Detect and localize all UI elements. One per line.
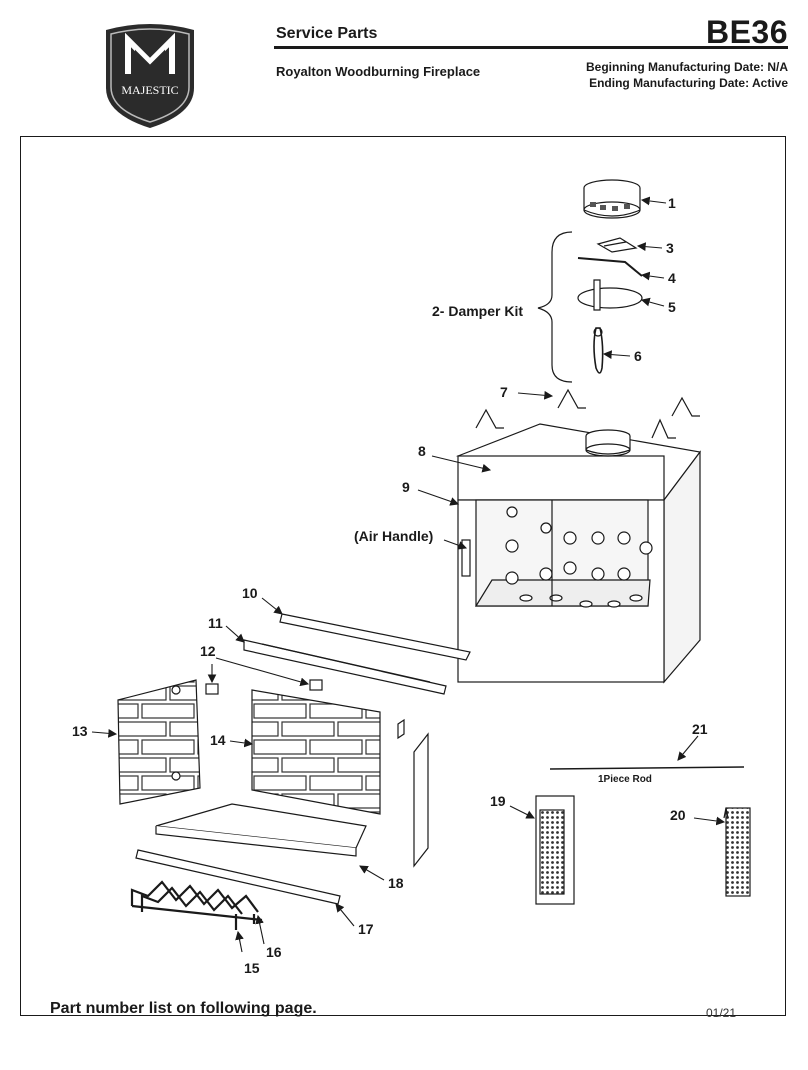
- label-part-10: 10: [242, 585, 258, 601]
- part-8-firebox: [455, 423, 702, 684]
- part-12-clip-left: [205, 683, 219, 695]
- label-air-handle: (Air Handle): [354, 528, 433, 544]
- label-part-17: 17: [358, 921, 374, 937]
- part-1-flue-collar: [583, 179, 641, 219]
- brand-text: MAJESTIC: [121, 83, 178, 97]
- part-3-bracket: [596, 237, 638, 253]
- footer-note: Part number list on following page.: [50, 1000, 317, 1017]
- right-side-panel: [413, 732, 429, 868]
- label-part-21: 21: [692, 721, 708, 737]
- majestic-logo: MAJESTIC: [106, 24, 194, 128]
- part-15-grate: [130, 880, 263, 930]
- part-20-mesh-screen: [725, 807, 751, 897]
- part-21-rod: [549, 766, 745, 770]
- label-part-15: 15: [244, 960, 260, 976]
- label-part-20: 20: [670, 807, 686, 823]
- part-7-standoffs: [475, 388, 700, 439]
- header-rule: [274, 46, 788, 49]
- label-part-5: 5: [668, 299, 676, 315]
- diagram-frame: [20, 136, 786, 1016]
- part-12-clip-right: [309, 679, 323, 691]
- label-part-6: 6: [634, 348, 642, 364]
- part-19-box: [535, 795, 575, 905]
- manufacturing-dates: Beginning Manufacturing Date: N/A Ending…: [586, 59, 788, 91]
- part-19-mesh-screen: [539, 809, 565, 895]
- air-handle: [461, 539, 471, 577]
- begin-date: Beginning Manufacturing Date: N/A: [586, 60, 788, 74]
- part-5-damper-disc: [577, 279, 643, 311]
- label-part-7: 7: [500, 384, 508, 400]
- label-part-4: 4: [668, 270, 676, 286]
- model-number: BE36: [705, 14, 788, 50]
- part-13-side-brick-panel: [117, 679, 201, 805]
- part-6-handle: [593, 327, 604, 374]
- label-part-11: 11: [208, 615, 223, 631]
- label-damper-kit: 2- Damper Kit: [432, 303, 523, 319]
- label-part-9: 9: [402, 479, 410, 495]
- part-4-damper-rod: [577, 257, 643, 277]
- label-rod: 1Piece Rod: [598, 774, 652, 785]
- end-date: Ending Manufacturing Date: Active: [589, 76, 788, 90]
- product-subtitle: Royalton Woodburning Fireplace: [276, 64, 481, 79]
- date-code: 01/21: [706, 1006, 737, 1020]
- part-14-rear-brick-panel: [251, 689, 381, 815]
- label-part-14: 14: [210, 732, 226, 748]
- label-part-19: 19: [490, 793, 506, 809]
- label-part-16: 16: [266, 944, 282, 960]
- page-title: Service Parts: [276, 25, 378, 42]
- label-part-1: 1: [668, 195, 676, 211]
- part-17-front-trim: [135, 849, 341, 905]
- label-part-18: 18: [388, 875, 404, 891]
- part-10-rail: [279, 613, 471, 661]
- label-part-13: 13: [72, 723, 88, 739]
- label-part-3: 3: [666, 240, 674, 256]
- label-part-12: 12: [200, 643, 216, 659]
- label-part-8: 8: [418, 443, 426, 459]
